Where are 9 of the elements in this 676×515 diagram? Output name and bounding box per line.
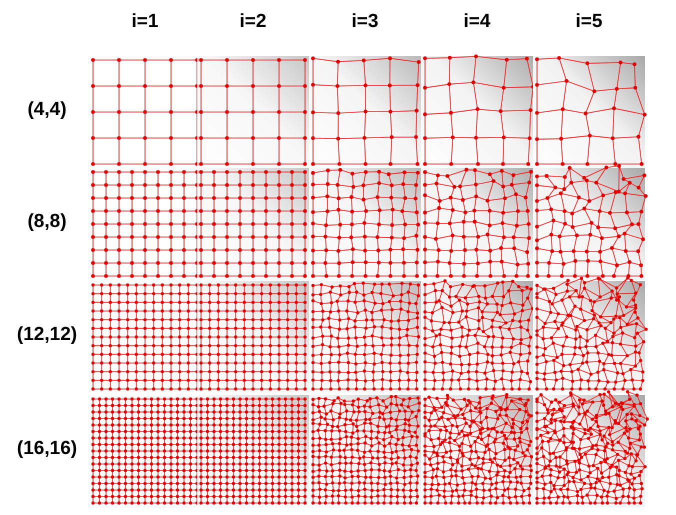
column-header: i=1 bbox=[132, 11, 158, 33]
column-header: i=5 bbox=[576, 11, 602, 33]
row-label: (4,4) bbox=[27, 99, 67, 121]
column-header: i=2 bbox=[240, 11, 266, 33]
row-label: (16,16) bbox=[16, 438, 78, 460]
column-header: i=4 bbox=[464, 11, 490, 33]
row-label: (12,12) bbox=[16, 324, 78, 346]
column-header: i=3 bbox=[352, 11, 378, 33]
row-label: (8,8) bbox=[27, 211, 67, 233]
